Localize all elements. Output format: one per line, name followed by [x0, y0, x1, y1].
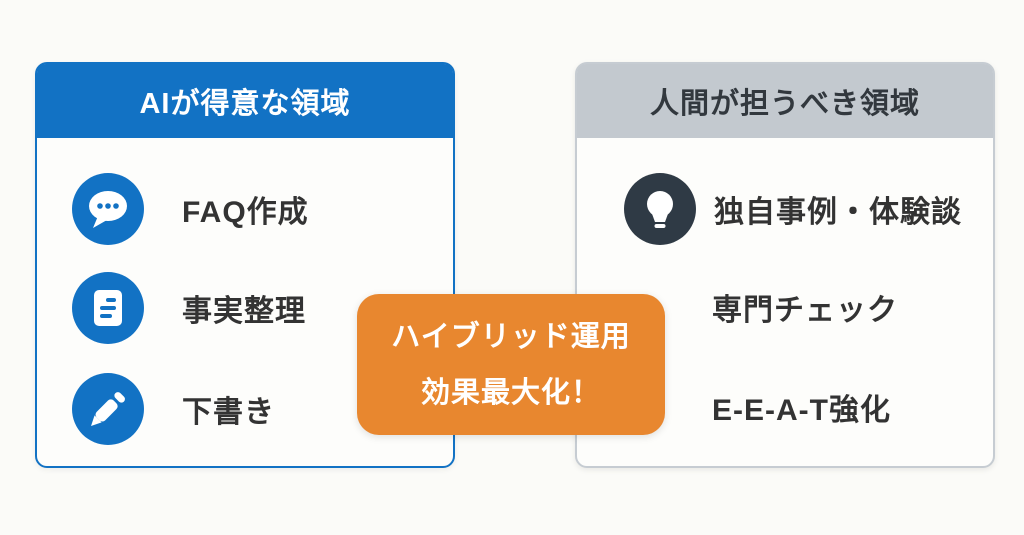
lightbulb-icon: [624, 173, 696, 245]
badge-line-1: ハイブリッド運用: [391, 320, 631, 353]
list-item-label: 事実整理: [182, 295, 306, 328]
pencil-icon: [72, 373, 144, 445]
list-item: 専門チェック: [712, 271, 898, 343]
list-item-label: FAQ作成: [182, 196, 309, 229]
list-item-label: E-E-A-T強化: [712, 394, 891, 427]
list-item-label: 下書き: [182, 396, 275, 429]
list-item: E-E-A-T強化: [712, 371, 891, 443]
document-icon: [72, 272, 144, 344]
human-areas-card-header: 人間が担うべき領域: [577, 64, 993, 138]
chat-icon: [72, 173, 144, 245]
ai-areas-card: AIが得意な領域 FAQ作成 事実整理: [35, 62, 455, 468]
list-item: 事実整理: [72, 272, 306, 344]
ai-areas-card-header: AIが得意な領域: [37, 64, 453, 138]
hybrid-operation-badge: ハイブリッド運用 効果最大化！: [357, 294, 665, 435]
ai-areas-card-title: AIが得意な領域: [139, 88, 351, 120]
list-item: 下書き: [72, 373, 275, 445]
list-item: 独自事例・体験談: [624, 173, 962, 245]
list-item: FAQ作成: [72, 173, 309, 245]
human-areas-card-title: 人間が担うべき領域: [649, 88, 920, 120]
list-item-label: 専門チェック: [712, 294, 898, 327]
badge-line-2: 効果最大化！: [420, 376, 601, 409]
list-item-label: 独自事例・体験談: [714, 196, 962, 229]
